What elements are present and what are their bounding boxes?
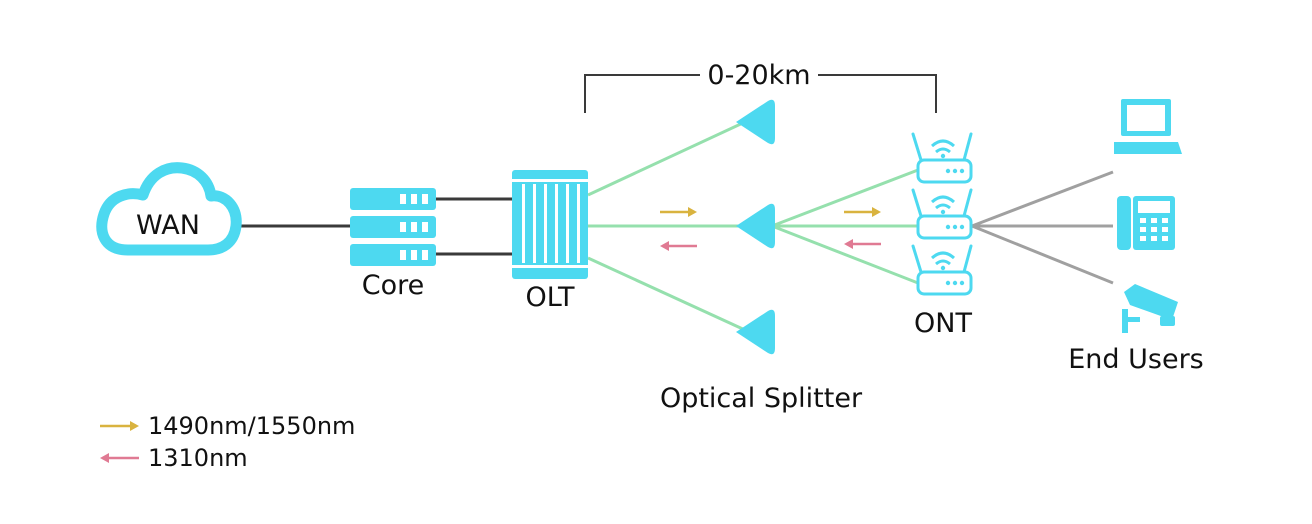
splitter-ont-top-fiber <box>771 168 919 228</box>
splitter-icon <box>736 309 775 355</box>
ont-router-top <box>911 132 973 184</box>
downstream-arrow-ont <box>844 207 881 217</box>
core-label: Core <box>362 270 425 301</box>
connections <box>240 120 1114 332</box>
laptop-icon <box>1114 99 1182 154</box>
splitter-icon <box>736 99 775 145</box>
phone-icon <box>1117 196 1175 250</box>
upstream-arrow-ont <box>844 239 881 249</box>
wan-label: WAN <box>136 210 200 241</box>
downstream-arrow-olt <box>660 207 697 217</box>
ont-laptop-link <box>971 170 1114 228</box>
ont-router-bottom <box>911 244 973 296</box>
splitter-bottom <box>736 309 775 355</box>
distance-bracket: 0-20km <box>584 60 937 113</box>
end-users-label: End Users <box>1068 344 1204 375</box>
legend-downstream-label: 1490nm/1550nm <box>148 412 355 440</box>
ont-router-middle <box>911 188 973 240</box>
legend-downstream: 1490nm/1550nm <box>100 412 355 440</box>
splitter-label: Optical Splitter <box>660 383 863 414</box>
cloud-icon: WAN <box>96 162 242 256</box>
upstream-arrow-olt <box>660 241 697 251</box>
ont-camera-link <box>971 224 1114 285</box>
olt-splitter-top-fiber <box>587 120 746 197</box>
splitter-ont-bottom-fiber <box>771 224 919 285</box>
splitter-middle <box>736 203 775 249</box>
camera-icon <box>1122 284 1178 333</box>
olt-splitter-bottom-fiber <box>587 256 746 332</box>
ont-label: ONT <box>914 308 972 339</box>
legend: 1490nm/1550nm 1310nm <box>100 412 355 472</box>
router-icon <box>911 244 973 296</box>
olt-icon <box>512 170 588 279</box>
legend-upstream: 1310nm <box>100 444 248 472</box>
splitter-top <box>736 99 775 145</box>
legend-upstream-label: 1310nm <box>148 444 248 472</box>
splitter-icon <box>736 203 775 249</box>
router-icon <box>911 188 973 240</box>
distance-label: 0-20km <box>707 60 810 91</box>
olt-label: OLT <box>525 282 575 313</box>
router-icon <box>911 132 973 184</box>
server-icon <box>350 188 436 266</box>
